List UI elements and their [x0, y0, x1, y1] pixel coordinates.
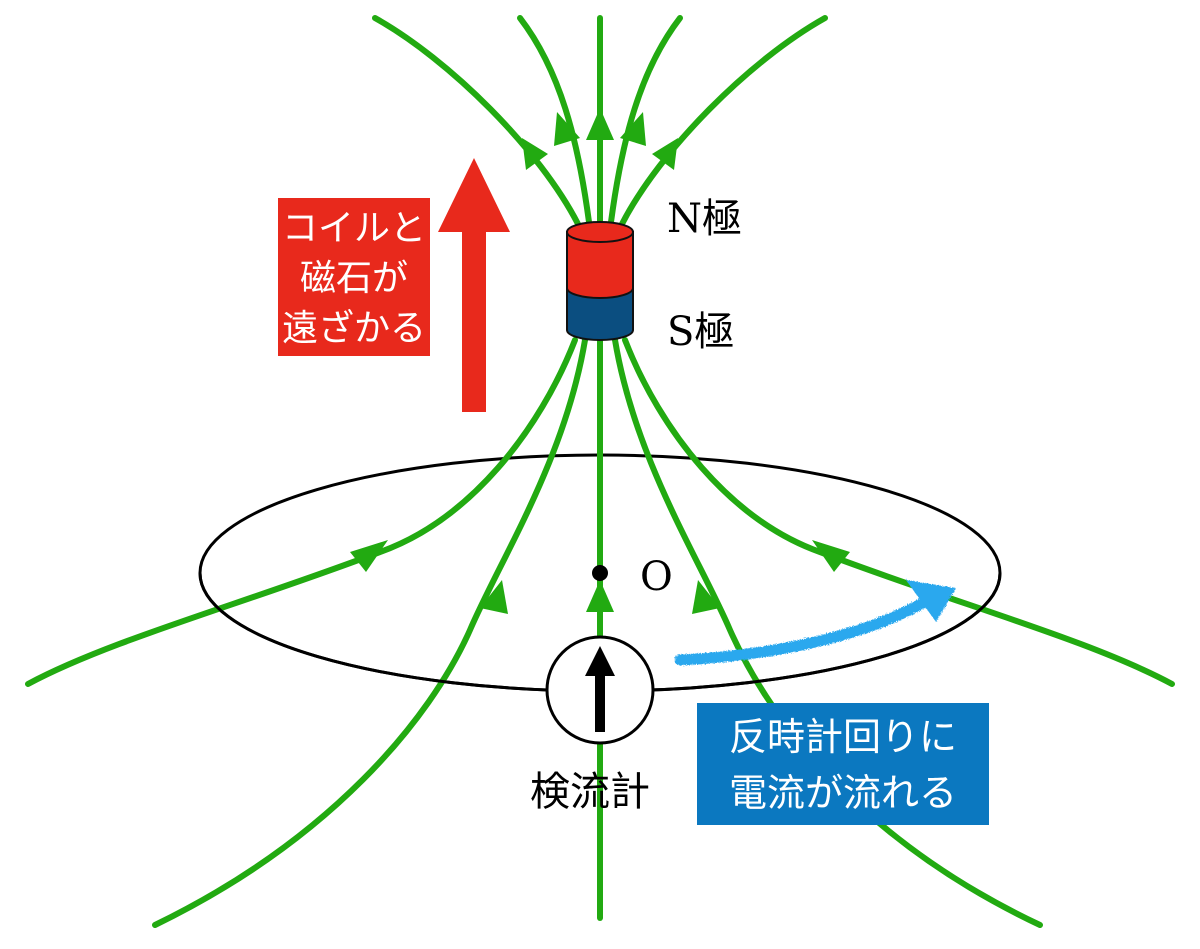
north-pole-label: N極: [667, 196, 742, 242]
field-arrowhead: [554, 112, 580, 146]
field-line: [619, 15, 828, 227]
magnet-north-pole: [566, 231, 634, 299]
galvanometer: [545, 635, 655, 745]
south-pole-label: S極: [667, 309, 734, 355]
field-line: [25, 337, 578, 687]
field-lines-top: [372, 15, 828, 227]
field-lines-bottom: [25, 337, 1175, 928]
origin-point: [592, 565, 608, 581]
field-arrowhead: [620, 112, 646, 146]
curved-right-arrow-icon: [674, 580, 956, 666]
current-label-box: [697, 703, 989, 825]
field-line: [372, 15, 581, 227]
galvanometer-label: 検流計: [530, 769, 650, 815]
current-label-line-1: 反時計回りに: [729, 715, 957, 759]
field-arrowhead: [586, 108, 614, 140]
field-arrowhead: [812, 540, 850, 572]
current-label-line-2: 電流が流れる: [729, 771, 957, 815]
magnet-south-pole: [566, 287, 634, 341]
motion-label-line-2: 磁石が: [300, 258, 408, 299]
bar-magnet: [566, 221, 634, 341]
field-arrowhead: [350, 540, 388, 572]
field-line: [622, 337, 1175, 687]
galvanometer-needle-icon: [585, 646, 615, 732]
field-arrowhead: [586, 580, 614, 612]
field-arrowhead: [480, 580, 508, 614]
field-line-arrowheads: [350, 108, 850, 614]
field-arrowhead: [692, 580, 720, 614]
origin-label: O: [640, 554, 673, 600]
motion-label-line-1: コイルと: [282, 208, 426, 249]
field-line: [517, 15, 592, 225]
motion-label-line-3: 遠ざかる: [282, 308, 426, 349]
field-line: [608, 15, 683, 225]
up-arrow-icon: [438, 158, 510, 412]
field-arrowhead: [522, 138, 548, 170]
field-line: [612, 337, 1043, 928]
field-line: [152, 337, 588, 928]
motion-label-box: [278, 198, 430, 356]
field-arrowhead: [652, 138, 678, 170]
magnet-top-face: [566, 221, 634, 243]
